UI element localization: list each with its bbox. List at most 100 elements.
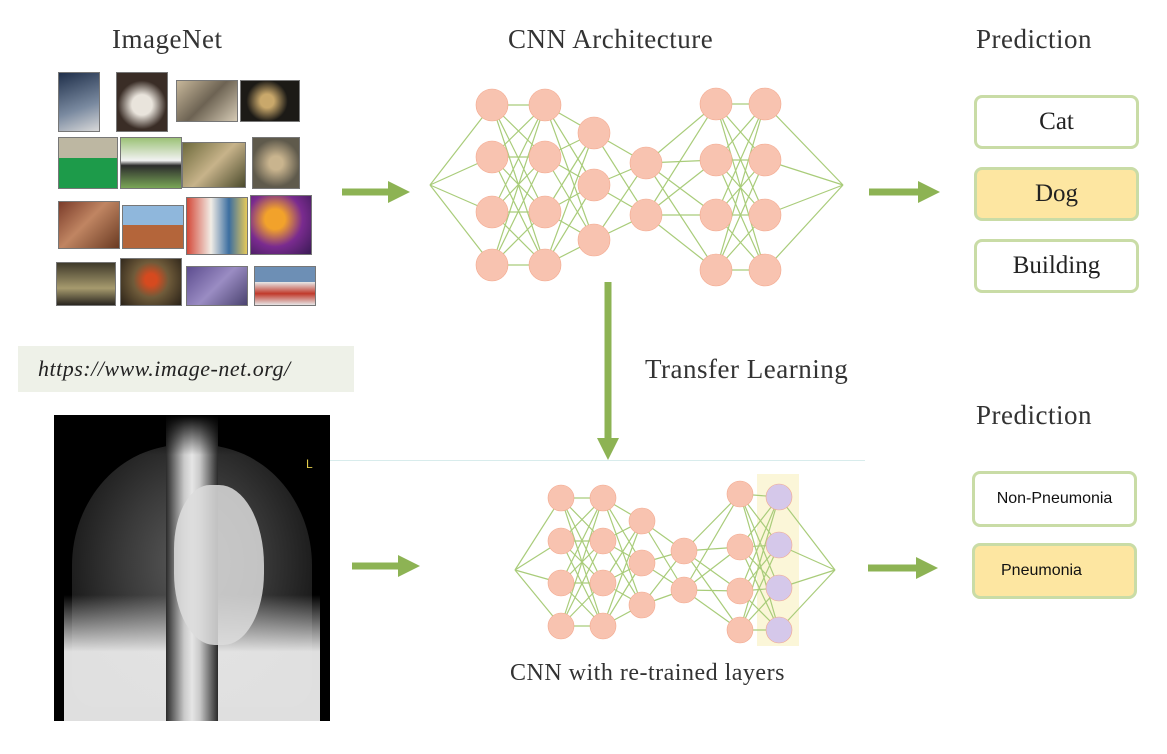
bottom-network-node (628, 549, 656, 577)
top-network-node (528, 88, 562, 122)
top-network-edge (491, 104, 546, 213)
thumbnail-image (58, 72, 100, 132)
thumbnail-image (120, 258, 182, 306)
top-network-node (475, 248, 509, 282)
bottom-network-edge (683, 493, 741, 552)
bottom-network-node (589, 569, 617, 597)
top-network-node (748, 143, 782, 177)
top-network-edge (764, 184, 844, 271)
thumbnail-image (176, 80, 238, 122)
bottom-network-node (547, 527, 575, 555)
bottom-network-node (628, 591, 656, 619)
top-network-edge (715, 103, 766, 271)
top-network-node (699, 143, 733, 177)
thumbnail-image (58, 137, 118, 189)
divider-line (330, 460, 865, 461)
cnn-retrained-caption: CNN with re-trained layers (510, 660, 785, 686)
imagenet-url-text: https://www.image-net.org/ (38, 356, 291, 381)
bottom-network-node (726, 616, 754, 644)
top-network-edge (645, 103, 717, 216)
top-network-node (528, 248, 562, 282)
bottom-network-edge (739, 496, 780, 592)
top-network-node (748, 198, 782, 232)
top-network-node (528, 140, 562, 174)
thumbnail-image (122, 205, 184, 249)
bottom-network-edge (739, 496, 780, 631)
top-network-node (577, 116, 611, 150)
thumbnail-image (250, 195, 312, 255)
bottom-network-edge (641, 520, 685, 591)
chest-xray-image: L (54, 415, 330, 721)
bottom-network-retrained-node (765, 483, 793, 511)
prediction-label-pneumonia: Pneumonia (1001, 562, 1082, 579)
prediction-label-building: Building (1012, 252, 1101, 279)
bottom-network-edge (560, 497, 604, 627)
bottom-network-node (589, 612, 617, 640)
prediction-box-pneumonia: Pneumonia (972, 543, 1137, 599)
bottom-network-node (628, 507, 656, 535)
imagenet-url-box: https://www.image-net.org/ (18, 346, 354, 392)
prediction-title-top: Prediction (976, 24, 1092, 54)
top-network-edge (645, 162, 717, 271)
bottom-network-retrained-node (765, 616, 793, 644)
xray-side-marker: L (306, 457, 313, 471)
thumbnail-image (56, 262, 116, 306)
bottom-network-edge (602, 520, 643, 627)
bottom-network-edge (739, 544, 780, 631)
thumbnail-image (186, 197, 248, 255)
top-network-node (528, 195, 562, 229)
thumbnail-image (120, 137, 182, 189)
arrow-imagenet-to-cnn (342, 181, 410, 203)
top-network-node (475, 88, 509, 122)
bottom-network-node (589, 527, 617, 555)
bottom-network-retrained-node (765, 574, 793, 602)
imagenet-title: ImageNet (112, 24, 223, 54)
prediction-label-non-pneumonia: Non-Pneumonia (996, 490, 1113, 507)
cnn-architecture-title: CNN Architecture (508, 24, 714, 54)
bottom-network-edge (683, 493, 741, 591)
top-network-node (699, 253, 733, 287)
thumbnail-image (252, 137, 300, 189)
prediction-box-non-pneumonia: Non-Pneumonia (972, 471, 1137, 527)
top-network-edge (491, 156, 546, 266)
prediction-box-building: Building (974, 239, 1139, 293)
arrow-cnn-to-prediction (869, 181, 940, 203)
thumbnail-image (182, 142, 246, 188)
thumbnail-image (58, 201, 120, 249)
top-network-node (699, 87, 733, 121)
top-network-node (748, 87, 782, 121)
bottom-network-node (547, 484, 575, 512)
prediction-box-cat: Cat (974, 95, 1139, 149)
thumbnail-image (254, 266, 316, 306)
top-network-node (699, 198, 733, 232)
prediction-label-cat: Cat (1039, 108, 1074, 135)
top-network-node (629, 146, 663, 180)
top-network-node (629, 198, 663, 232)
bottom-network-node (670, 576, 698, 604)
bottom-network-edge (514, 497, 562, 571)
prediction-box-dog: Dog (974, 167, 1139, 221)
top-network-node (475, 195, 509, 229)
bottom-network-node (589, 484, 617, 512)
top-network-edge (491, 104, 546, 266)
top-network-node (748, 253, 782, 287)
thumbnail-image (186, 266, 248, 306)
transfer-learning-label: Transfer Learning (645, 354, 849, 384)
thumbnail-image (116, 72, 168, 132)
top-network-edge (544, 132, 595, 266)
bottom-network-edge (778, 569, 836, 631)
bottom-network-node (726, 480, 754, 508)
top-network-edge (429, 104, 493, 186)
top-network-node (577, 223, 611, 257)
top-network-node (577, 168, 611, 202)
bottom-network-node (726, 577, 754, 605)
bottom-network-node (726, 533, 754, 561)
bottom-network-edge (560, 540, 604, 627)
top-network-edge (764, 103, 844, 186)
bottom-network-edge (560, 497, 604, 584)
bottom-network-node (547, 612, 575, 640)
bottom-network-node (670, 537, 698, 565)
top-network-node (475, 140, 509, 174)
arrow-retrained-to-prediction (868, 557, 938, 579)
